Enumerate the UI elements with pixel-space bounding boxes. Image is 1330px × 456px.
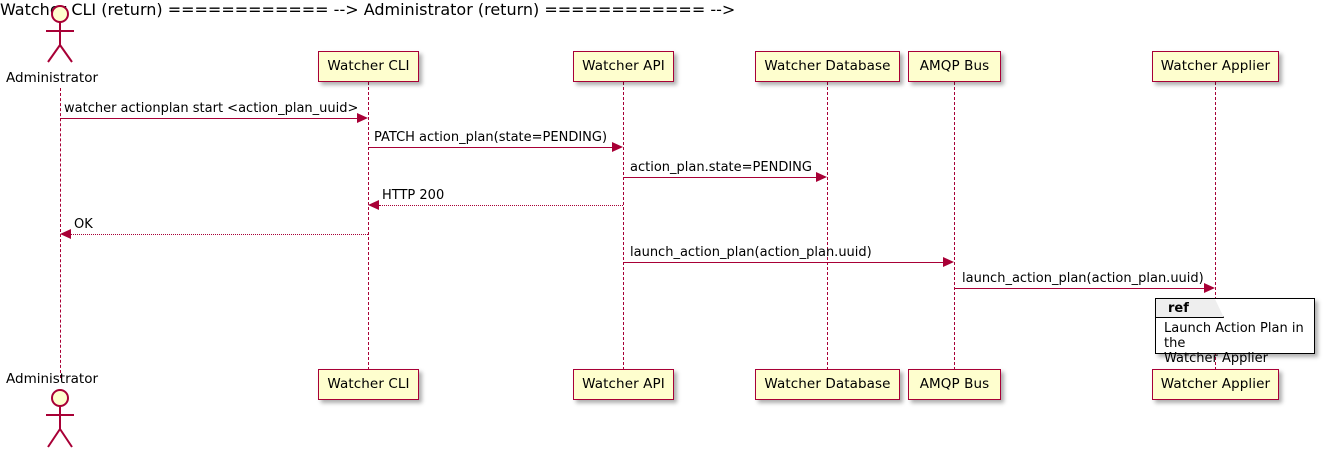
actor-stick-figure-icon xyxy=(46,389,74,448)
lifeline-watcher-applier xyxy=(1215,82,1216,370)
actor-administrator-top xyxy=(38,2,84,70)
participant-watcher-cli-bottom[interactable]: Watcher CLI xyxy=(318,369,419,400)
ref-fragment[interactable]: ref Launch Action Plan in the Watcher Ap… xyxy=(1155,298,1315,366)
actor-administrator-bottom xyxy=(38,386,84,456)
message-line-6 xyxy=(623,262,944,263)
message-label-2: PATCH action_plan(state=PENDING) xyxy=(374,130,608,145)
lifeline-amqp-bus xyxy=(954,82,955,370)
message-arrowhead-4 xyxy=(368,200,379,210)
ref-fragment-tab: ref xyxy=(1156,299,1224,318)
participant-watcher-api-bottom[interactable]: Watcher API xyxy=(573,369,674,400)
message-arrowhead-6 xyxy=(943,257,954,267)
message-label-6: launch_action_plan(action_plan.uuid) xyxy=(630,245,872,260)
participant-watcher-database-top[interactable]: Watcher Database xyxy=(755,51,900,82)
participant-watcher-database-bottom[interactable]: Watcher Database xyxy=(755,369,900,400)
participant-amqp-bus-top[interactable]: AMQP Bus xyxy=(908,51,1001,82)
message-line-4 xyxy=(379,205,623,206)
message-arrowhead-1 xyxy=(357,113,368,123)
participant-watcher-applier-top[interactable]: Watcher Applier xyxy=(1152,51,1279,82)
actor-label-administrator-bottom: Administrator xyxy=(6,371,99,387)
actor-label-administrator-top: Administrator xyxy=(6,70,99,86)
message-arrowhead-3 xyxy=(816,172,827,182)
lifeline-watcher-cli xyxy=(368,82,369,370)
message-line-1 xyxy=(60,118,360,119)
message-line-2 xyxy=(368,147,613,148)
participant-watcher-applier-bottom[interactable]: Watcher Applier xyxy=(1152,369,1279,400)
message-line-5 xyxy=(71,234,368,235)
message-arrowhead-7 xyxy=(1204,283,1215,293)
message-line-7 xyxy=(954,288,1205,289)
lifeline-watcher-api xyxy=(623,82,624,370)
message-label-4: HTTP 200 xyxy=(382,188,445,203)
participant-amqp-bus-bottom[interactable]: AMQP Bus xyxy=(908,369,1001,400)
message-arrowhead-2 xyxy=(612,142,623,152)
message-arrowhead-5 xyxy=(60,229,71,239)
message-line-3 xyxy=(623,177,817,178)
lifeline-watcher-database xyxy=(827,82,828,370)
actor-stick-figure-icon xyxy=(46,5,74,63)
message-label-7: launch_action_plan(action_plan.uuid) xyxy=(962,271,1204,286)
participant-watcher-cli-top[interactable]: Watcher CLI xyxy=(318,51,419,82)
message-label-1: watcher actionplan start <action_plan_uu… xyxy=(64,101,359,116)
ref-fragment-text: Launch Action Plan in the Watcher Applie… xyxy=(1164,321,1304,366)
participant-watcher-api-top[interactable]: Watcher API xyxy=(573,51,674,82)
message-label-3: action_plan.state=PENDING xyxy=(630,160,812,175)
message-label-5: OK xyxy=(74,217,93,232)
